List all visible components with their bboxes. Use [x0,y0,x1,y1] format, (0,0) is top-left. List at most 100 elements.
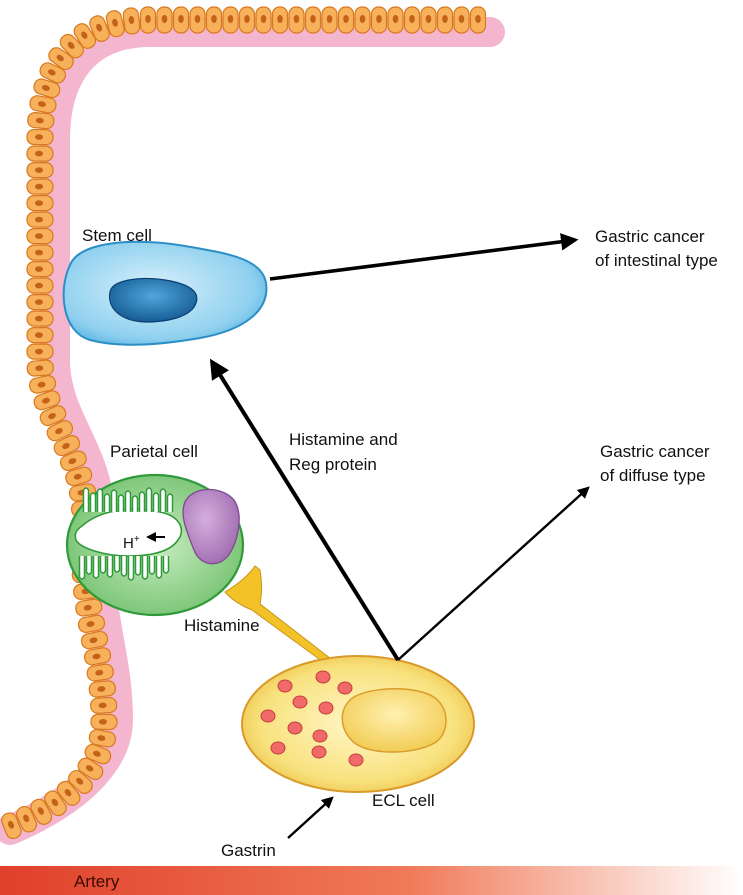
epithelial-cell [453,6,470,34]
stem-cell-label: Stem cell [82,226,152,245]
epithelial-cell [89,15,110,42]
secretory-granule [260,709,276,723]
epithelial-cell [27,112,55,130]
secretory-granule [277,679,293,693]
epithelial-cell [139,6,157,34]
epithelial-cell [77,614,106,634]
microvillus [99,556,107,574]
intestinal-cancer-label-line2: of intestinal type [595,251,718,270]
microvillus [148,556,156,575]
intestinal-cancer-label-line1: Gastric cancer [595,227,705,246]
microvillus [131,495,139,512]
ecl-granules [260,670,364,767]
epithelial-cell [88,729,116,748]
secretory-granule [348,753,364,767]
epithelial-cell [26,310,54,327]
arrow-ecl-to-stem-cell [209,358,400,662]
epithelial-cell [26,227,54,245]
epithelial-cell [56,780,81,806]
epithelial-cell [354,6,371,34]
epithelial-cell [73,23,97,49]
microvillus [138,491,146,512]
histamine-process [224,565,336,668]
microvillus [120,556,128,577]
epithelial-cell [255,6,272,34]
microvillus [92,556,100,579]
stem-cell [62,240,268,346]
microvillus [96,488,104,512]
stem-cell-nucleus [108,277,198,323]
microvillus [85,556,93,575]
epithelial-cell [238,6,256,34]
epithelial-cell [288,6,305,34]
arrow-ecl-to-diffuse-cancer [397,486,590,661]
epithelial-cell [26,326,54,344]
diffuse-cancer-label-line1: Gastric cancer [600,442,710,461]
epithelial-cell [1,812,22,840]
epithelial-cell [44,790,67,817]
microvillus [124,490,132,512]
histamine-reg-label-line2: Reg protein [289,455,377,474]
microvillus [106,556,114,578]
diffuse-cancer-label-line2: of diffuse type [600,466,706,485]
epithelial-cell [205,6,223,34]
histamine-reg-label-line1: Histamine and [289,430,398,449]
epithelial-cell [189,6,206,34]
gastrin-arrow [287,796,334,839]
epithelial-cell [28,375,57,394]
epithelial-cell [53,435,81,457]
secretory-granule [312,729,328,743]
epithelial-cell [26,161,54,179]
epithelial-cell [33,78,61,99]
epithelial-cell [105,10,125,38]
epithelial-cell [271,6,289,34]
microvillus [134,556,142,576]
epithelial-cell [39,405,67,427]
artery-bar [0,866,743,895]
secretory-granule [311,745,327,759]
epithelial-cell [46,420,74,442]
epithelial-cell [59,33,84,59]
secretory-granule [318,701,334,715]
epithelial-cell [26,260,54,278]
secretory-granule [292,695,308,709]
epithelial-cell [90,713,118,731]
epithelial-cell [77,757,104,781]
epithelial-cell [86,663,114,682]
epithelial-cell [321,6,338,34]
secretory-granule [315,670,331,684]
epithelial-cell [172,6,190,34]
epithelial-cell [469,6,487,34]
epithelial-cell [16,805,38,833]
secretory-granule [287,721,303,735]
epithelial-cell [30,798,53,825]
epithelial-cell [90,696,118,714]
microvillus [78,556,86,580]
microvillus [159,488,167,512]
parietal-cell-label: Parietal cell [110,442,198,461]
artery-label: Artery [74,872,120,891]
epithelial-cell [26,293,54,311]
epithelial-cell [75,598,103,617]
epithelial-cell [39,62,66,84]
epithelial-cell [122,7,141,35]
microvillus [110,489,118,512]
epithelial-cell [88,680,116,698]
epithelial-cell [26,145,54,162]
epithelial-cell [26,343,54,360]
epithelial-cell [84,743,112,765]
microvillus [113,556,121,573]
epithelial-cell [29,95,57,114]
epithelial-cell [59,450,87,472]
epithelial-cell [26,128,54,146]
parietal-cell: H+ [65,473,245,617]
parietal-canaliculus [74,487,183,581]
histamine-label: Histamine [184,616,260,635]
epithelial-cell [420,6,437,34]
h-plus-label: H+ [123,534,140,552]
microvillus [127,556,135,581]
epithelial-cell [403,6,421,34]
ecl-cell [241,655,475,793]
epithelial-cell [26,244,54,261]
